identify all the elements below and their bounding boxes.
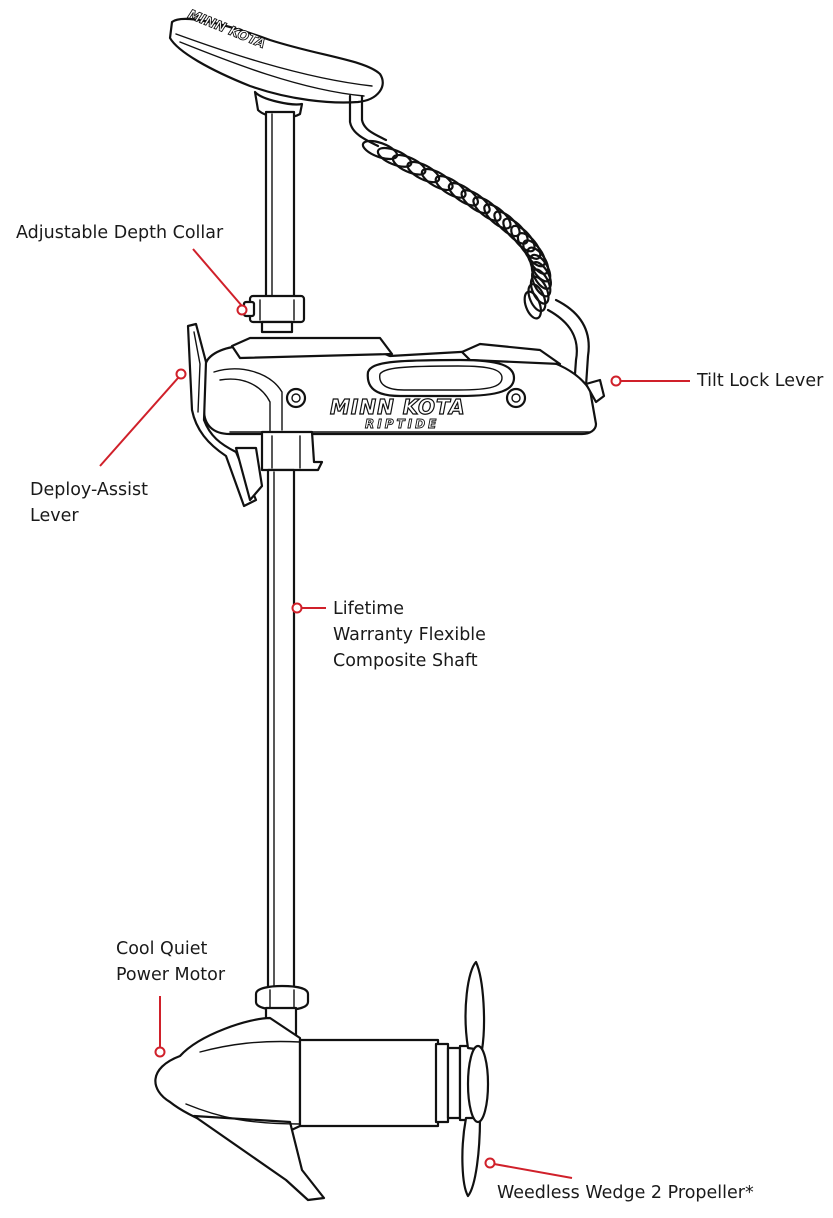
label-motor: Cool Quiet Power Motor [116,936,225,988]
callout-motor [154,996,166,1058]
upper-shaft [264,110,296,302]
cable-coil-loop [376,146,413,168]
label-motor-line1: Cool Quiet [116,939,208,959]
callout-propeller [484,1157,573,1179]
cable-coil-loop [472,196,502,222]
label-deploy-assist-line1: Deploy-Assist [30,480,148,500]
label-propeller-line1: Weedless Wedge 2 Propeller* [497,1183,754,1203]
callout-depth-collar [192,248,248,316]
bracket-logo-brand: MINN KOTA [330,395,466,419]
composite-shaft [266,468,296,992]
cable-coil-loop [527,283,547,313]
label-shaft-line3: Composite Shaft [333,651,478,671]
cable-coil-loop [510,224,536,253]
cable-coil-loop [420,167,454,192]
cable-coil-loop [406,160,441,184]
mount-bracket: MINN KOTA RIPTIDE [202,336,606,436]
label-propeller: Weedless Wedge 2 Propeller* [497,1180,754,1206]
shaft-clamp [260,430,324,472]
cable-coil-loop [523,290,543,320]
cable-coil-loop [502,217,529,245]
callout-shaft [291,602,326,614]
cable-coil-loop [530,261,552,290]
depth-collar [242,294,306,334]
label-shaft-line2: Warranty Flexible [333,625,486,645]
label-shaft: Lifetime Warranty Flexible Composite Sha… [333,596,486,674]
label-tilt-lock: Tilt Lock Lever [697,368,823,394]
bracket-logo-model: RIPTIDE [365,417,439,431]
label-shaft-line1: Lifetime [333,599,405,619]
propeller [461,960,490,1198]
cable-coil-loop [460,189,491,215]
callout-tilt-lock [610,375,690,387]
deploy-assist-lever [186,322,264,508]
coiled-cable [348,94,590,390]
motor [154,1016,488,1202]
label-depth-collar: Adjustable Depth Collar [16,220,223,246]
label-deploy-assist-line2: Lever [30,506,79,526]
cable-coil-loop [447,182,480,207]
label-motor-line2: Power Motor [116,965,226,985]
label-depth-collar-line1: Adjustable Depth Collar [16,223,224,243]
cable-coil-loop [391,153,427,176]
cable-coil-loop [434,175,467,199]
label-tilt-lock-line1: Tilt Lock Lever [697,371,824,391]
callout-deploy-assist [99,368,187,467]
label-deploy-assist: Deploy-Assist Lever [30,477,148,529]
